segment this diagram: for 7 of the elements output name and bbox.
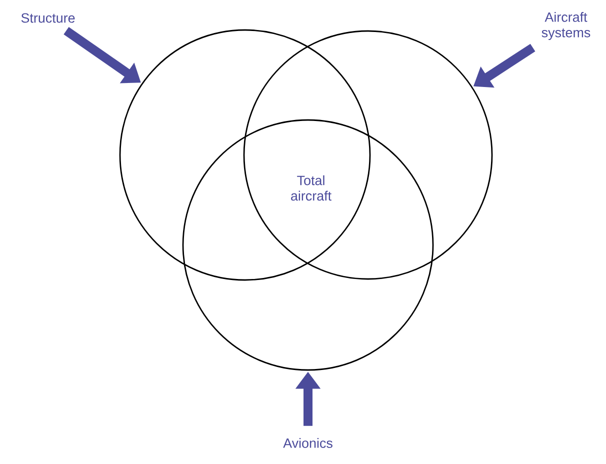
text-label: Avionics (283, 438, 332, 448)
center-label: Total aircraft (291, 175, 332, 201)
text-label: Structure (21, 13, 75, 23)
circle-outline (182, 119, 434, 371)
circle-outline (243, 30, 493, 280)
text-label: Aircraft systems (542, 12, 590, 40)
circle-outline (119, 29, 371, 281)
